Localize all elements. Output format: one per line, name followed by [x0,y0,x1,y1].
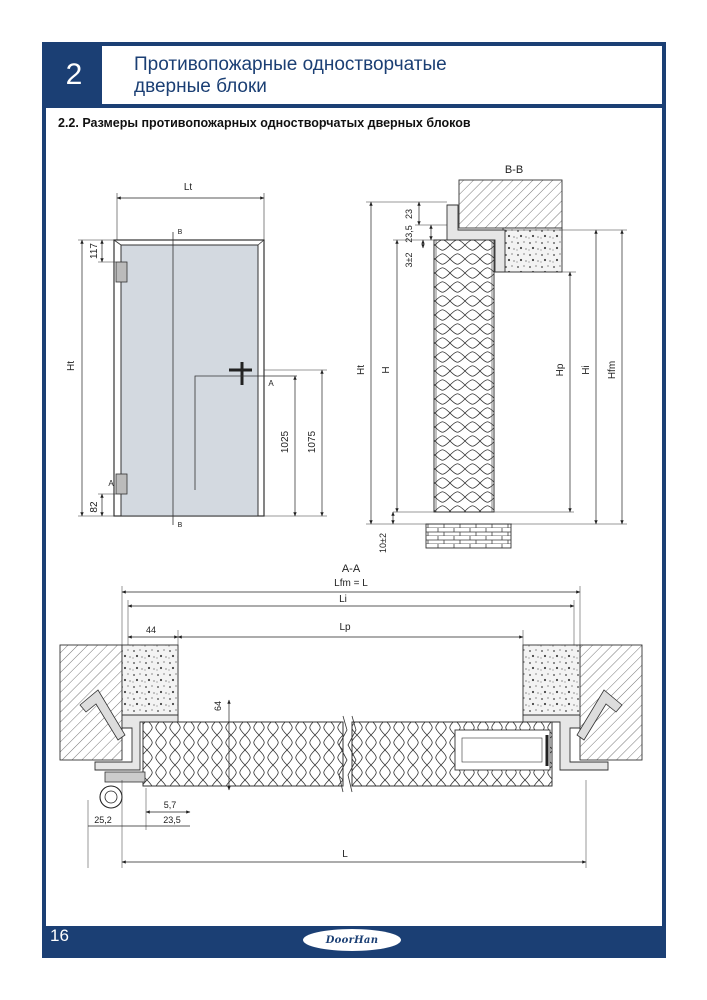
frame-profile-left [94,714,179,771]
dim-aa-li: Li [339,594,347,605]
anchor-left [79,689,126,741]
hinge-knuckle [99,785,123,809]
chapter-number-box: 2 [46,46,102,104]
door-leaf-section [433,239,495,513]
section-b-b: B-B Ht H 23 23,5 3±2 [356,164,627,553]
technical-drawing: Lt Ht 117 82 1025 1075 A A B B [59,164,643,868]
anchor-right [576,689,623,741]
dim-82: 82 [89,501,100,513]
section-line-a [194,375,297,490]
section-mark-a-top: A [268,379,274,388]
dim-aa-23-5: 23,5 [163,815,181,825]
dim-aa-l: L [342,849,348,860]
dim-bb-h: H [381,366,392,373]
dim-bb-3-2: 3±2 [404,253,414,268]
section-mark-b-top: B [178,229,183,236]
dim-1025: 1025 [280,430,291,453]
lintel-wall [458,179,563,229]
dim-bb-hp: Hp [555,363,566,376]
lintel-concrete [502,227,563,273]
wall-left-concrete [121,644,179,716]
page-number: 16 [50,926,69,945]
dim-bb-hfm: Hfm [607,361,618,379]
section-title: 2.2. Размеры противопожарных одностворча… [58,116,471,130]
chapter-title-line-2: дверные блоки [134,76,267,97]
doorhan-logo: DoorHan [303,929,401,951]
dim-lt: Lt [184,182,193,193]
wall-right-concrete [522,644,581,716]
dim-ht: Ht [66,361,77,371]
hinge-bottom [115,473,128,495]
chapter-number: 2 [65,58,83,91]
dim-aa-64: 64 [213,701,223,711]
leaf-part-left [142,721,344,787]
frame-profile-right [522,714,609,771]
floor-bricks [425,523,512,549]
section-bb-title: B-B [505,164,523,176]
dim-aa-lp: Lp [339,622,351,633]
chapter-title: Противопожарные одностворчатые дверные б… [134,54,447,98]
section-aa-title: A-A [342,563,361,575]
dim-117: 117 [89,243,100,259]
section-a-a: A-A Lfm = L Li 44 Lp [59,563,643,868]
door-leaf [120,244,259,517]
chapter-title-line-1: Противопожарные одностворчатые [134,54,447,75]
dim-aa-5-7: 5,7 [164,800,177,810]
front-view: Lt Ht 117 82 1025 1075 A A B B [66,182,327,529]
door-handle [229,362,252,385]
dim-1075: 1075 [307,430,318,453]
section-mark-a-bottom: A [108,479,114,488]
dim-aa-44: 44 [146,625,156,635]
logo-text: DoorHan [325,934,379,946]
dim-bb-23-5: 23,5 [404,225,414,243]
dim-bb-10-2: 10±2 [378,533,388,553]
dim-bb-hi: Hi [581,365,592,374]
dim-bb-ht: Ht [356,365,367,375]
dim-bb-23: 23 [404,209,414,219]
section-mark-b-bottom: B [178,522,183,529]
hinge-top [115,261,128,283]
content-area: 2.2. Размеры противопожарных одностворча… [46,108,662,926]
dim-aa-lfm: Lfm = L [334,578,368,589]
dim-aa-25-2: 25,2 [94,815,112,825]
header-band: 2 Противопожарные одностворчатые дверные… [46,46,662,104]
lock-body [454,729,551,771]
